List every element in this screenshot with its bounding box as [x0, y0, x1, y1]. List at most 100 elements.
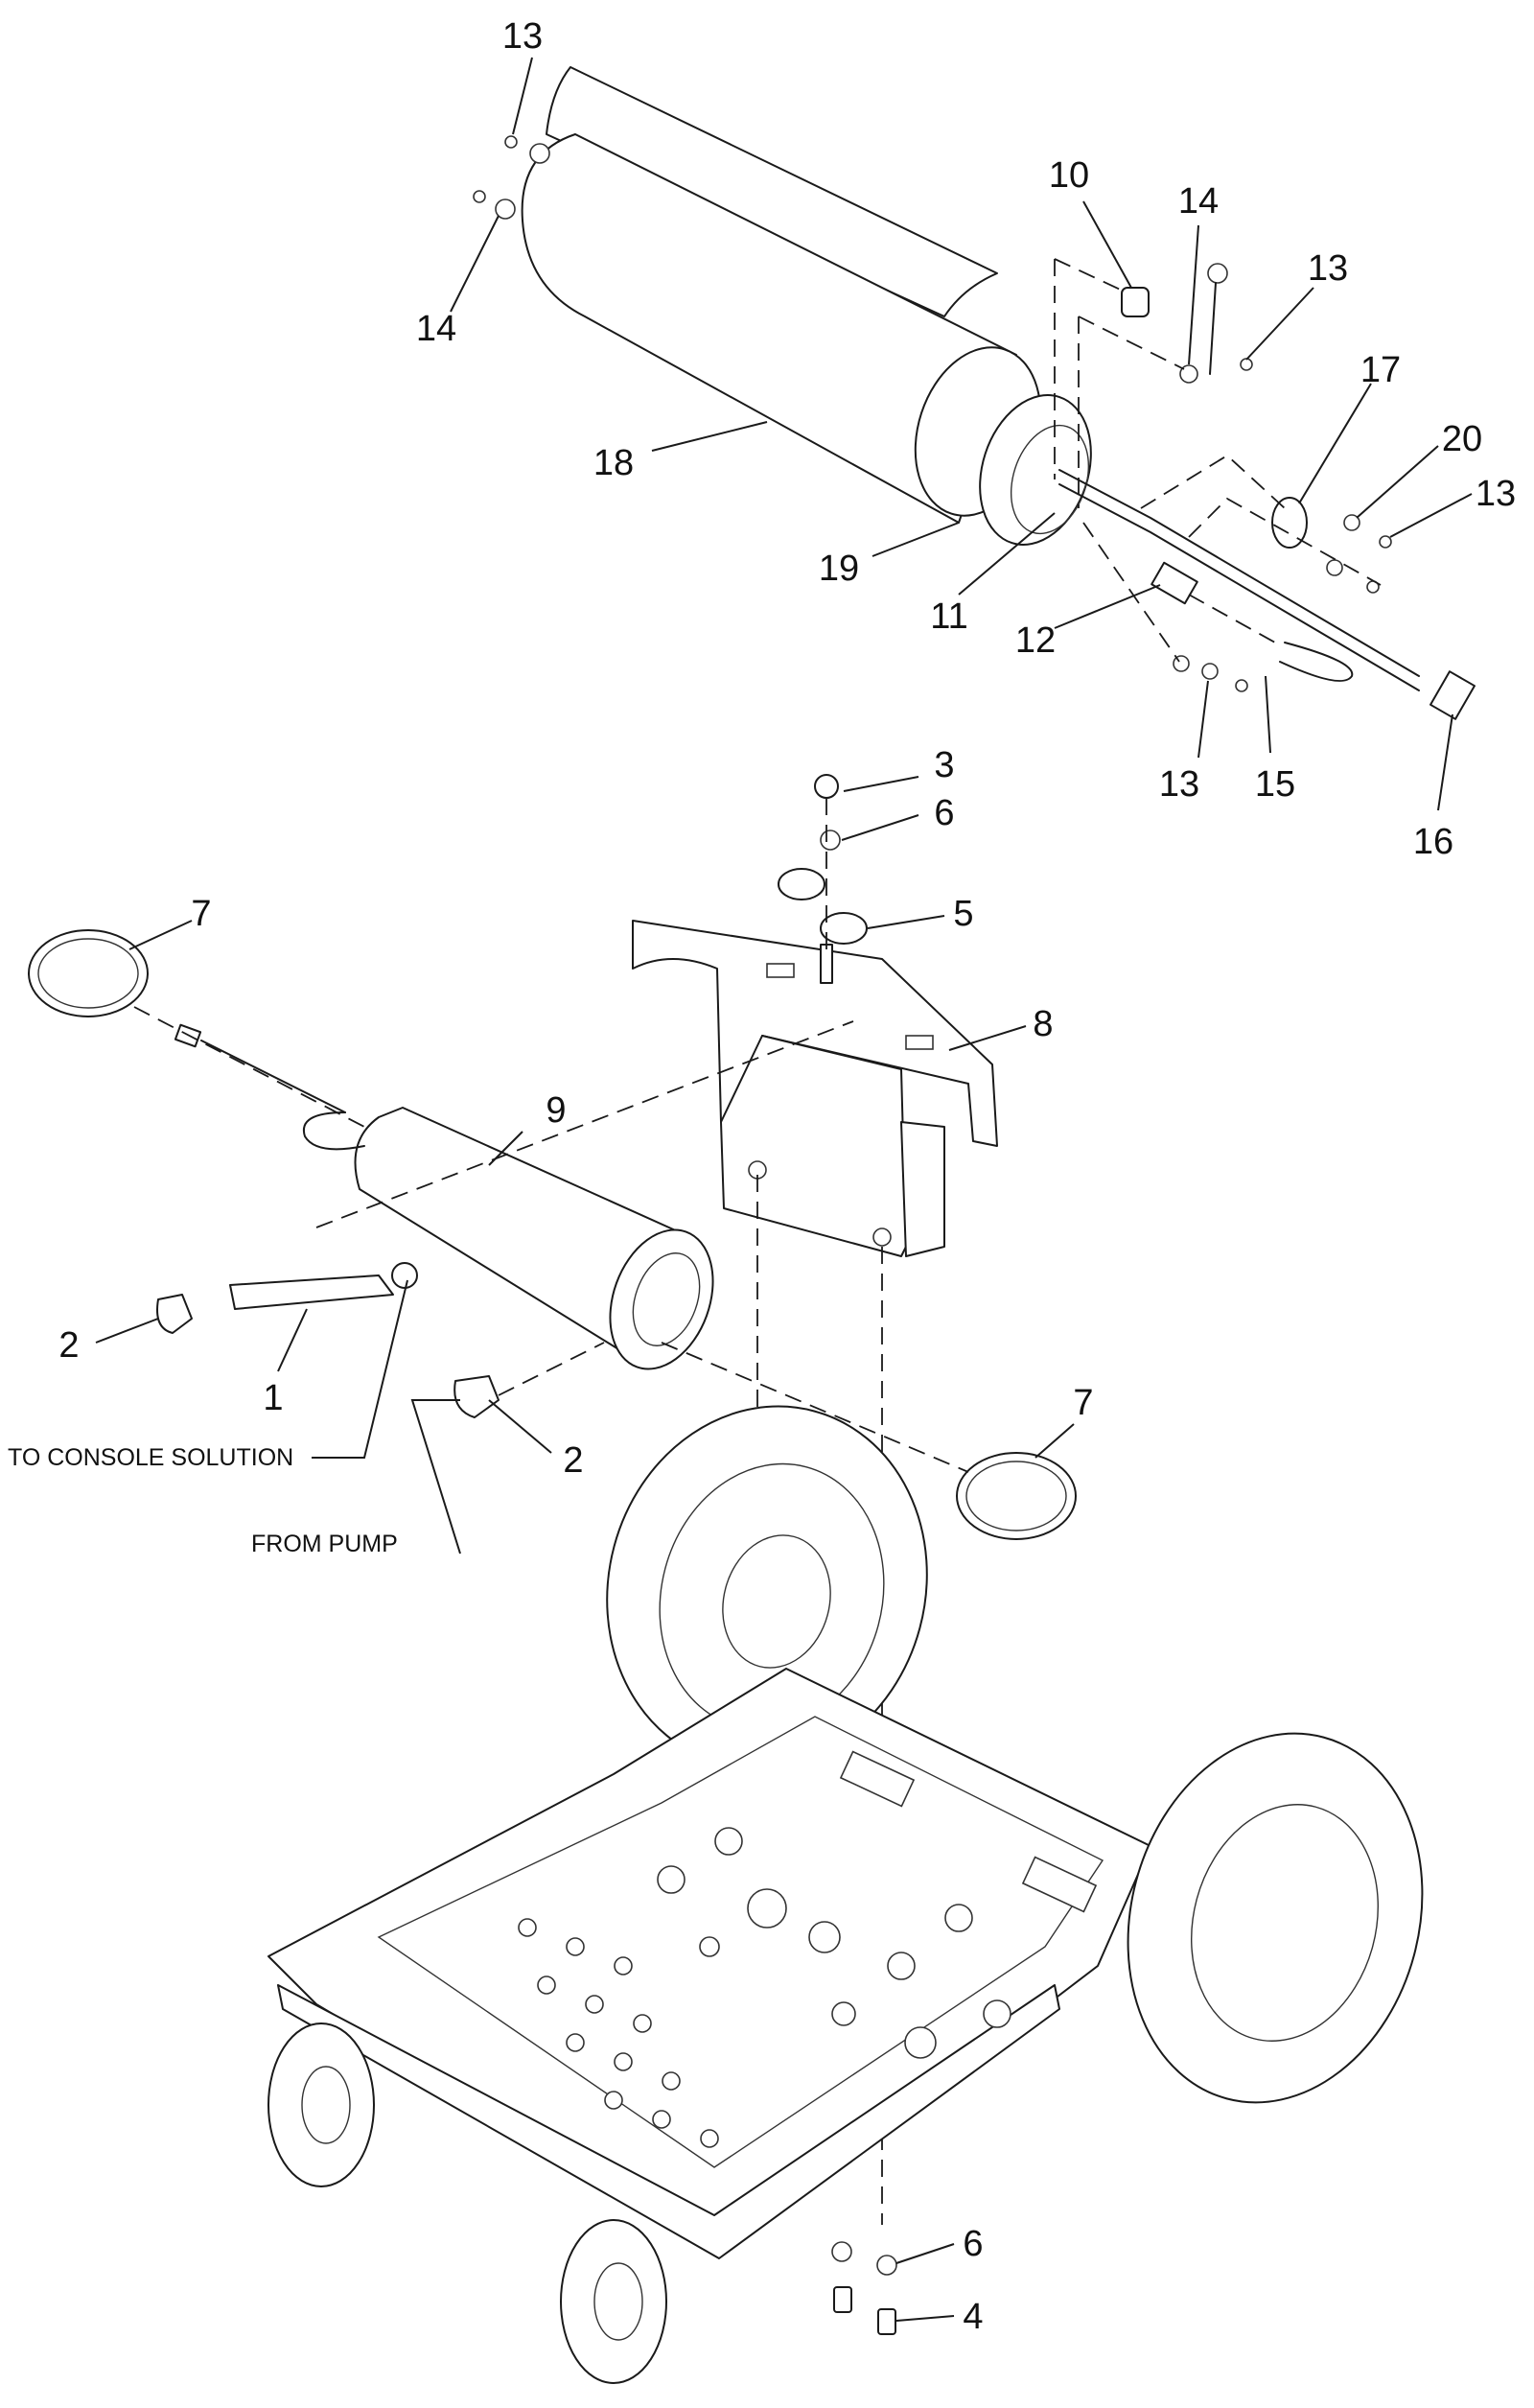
- thermal-switch: [1271, 497, 1308, 549]
- heater-assembly: [473, 66, 1476, 720]
- heating-element-rod-edge: [1058, 483, 1420, 691]
- callout-4: 4: [963, 2297, 983, 2337]
- callout-13: 13: [502, 16, 543, 57]
- washer: [1179, 364, 1198, 384]
- callout-16: 16: [1413, 822, 1453, 862]
- callout-5: 5: [953, 894, 973, 934]
- note-from-pump: FROM PUMP: [251, 1531, 398, 1557]
- chassis-holes: [518, 1750, 1098, 2148]
- caster-wheel-left: [267, 2022, 375, 2187]
- mounting-bracket-plate: [720, 1035, 907, 1257]
- callout-17: 17: [1360, 350, 1401, 390]
- callout-1: 1: [263, 1378, 283, 1418]
- callout-6: 6: [963, 2224, 983, 2264]
- callout-2: 2: [563, 1440, 583, 1481]
- strap-eye: [1207, 263, 1228, 284]
- nut: [814, 774, 839, 799]
- solution-tank-face: [632, 1252, 701, 1346]
- callout-15: 15: [1255, 764, 1295, 805]
- assembly-line: [1054, 258, 1127, 293]
- heating-element-rod: [1058, 469, 1420, 677]
- callout-labels: 13 14 10 14 13 17 20 13 18 19 11 12 13 1…: [58, 16, 1516, 2337]
- rear-wheel-left-core: [722, 1534, 831, 1669]
- callout-9: 9: [546, 1090, 566, 1131]
- bracket-hole: [872, 1227, 892, 1247]
- bracket-slot: [766, 963, 795, 978]
- hose-clamp-inner: [37, 938, 139, 1009]
- screw: [1235, 679, 1248, 692]
- callout-14: 14: [1178, 181, 1219, 222]
- washer: [831, 2241, 852, 2262]
- temp-sensor: [1150, 561, 1198, 605]
- caster-wheel-left-hub: [301, 2066, 351, 2144]
- washer: [1201, 663, 1219, 680]
- washer: [1343, 514, 1360, 531]
- hose-fitting-end: [391, 1262, 418, 1289]
- assembly-line: [1082, 522, 1180, 663]
- callout-12: 12: [1015, 620, 1056, 661]
- tank-wire: [200, 1040, 346, 1113]
- caster-wheel-front: [560, 2219, 667, 2384]
- assembly-line: [133, 1006, 365, 1128]
- chassis-front-rail: [277, 1984, 1060, 2259]
- rear-wheel-right: [1127, 1732, 1424, 2104]
- assembly-line: [1140, 454, 1286, 509]
- clamp: [778, 868, 825, 900]
- wire-connector: [1429, 670, 1476, 720]
- flow-notes: TO CONSOLE SOLUTION FROM PUMP: [8, 1444, 398, 1557]
- hose-clamp: [28, 929, 149, 1017]
- insulation-wrap: [546, 66, 998, 317]
- callout-7: 7: [191, 894, 211, 934]
- wire-loop: [1279, 642, 1354, 682]
- mounting-bracket-flange: [900, 1121, 945, 1257]
- callout-7: 7: [1073, 1383, 1093, 1423]
- note-to-console-solution: TO CONSOLE SOLUTION: [8, 1444, 293, 1471]
- clamp: [820, 912, 868, 945]
- callout-11: 11: [930, 596, 967, 637]
- assembly-line: [498, 1342, 605, 1396]
- screw: [1379, 535, 1392, 549]
- assembly-line: [1078, 316, 1185, 370]
- assembly-line: [1188, 497, 1382, 586]
- bracket-assembly: [632, 774, 998, 1257]
- solution-tank-end: [609, 1228, 714, 1370]
- callout-2: 2: [58, 1325, 79, 1366]
- washer: [495, 199, 516, 220]
- bolt: [833, 2286, 852, 2313]
- callout-13: 13: [1476, 474, 1516, 514]
- callout-8: 8: [1033, 1004, 1053, 1044]
- solution-tank-assembly: [28, 929, 1077, 2225]
- caster-wheel-front-hub: [593, 2262, 643, 2341]
- rear-wheel-right-hub: [1191, 1804, 1379, 2042]
- screw: [504, 135, 518, 149]
- screw: [1240, 358, 1253, 371]
- ground-strap: [1209, 282, 1217, 375]
- hose-clamp: [956, 1452, 1077, 1540]
- elbow-fitting: [156, 1294, 193, 1334]
- hose-fitting: [229, 1274, 394, 1310]
- callout-13: 13: [1159, 764, 1199, 805]
- chassis-pan-inner: [377, 1716, 1104, 2168]
- callout-20: 20: [1442, 419, 1482, 459]
- callout-13: 13: [1308, 248, 1348, 289]
- mounting-bracket: [632, 920, 998, 1147]
- elbow-fitting: [453, 1375, 500, 1418]
- callout-14: 14: [416, 309, 456, 349]
- stud: [820, 944, 833, 984]
- washer: [820, 830, 841, 851]
- hose-clamp-inner: [965, 1461, 1067, 1531]
- assembly-line: [661, 1342, 969, 1473]
- callout-18: 18: [593, 443, 634, 483]
- bolt: [877, 2308, 896, 2335]
- callout-6: 6: [934, 793, 954, 833]
- washer: [876, 2255, 897, 2276]
- assembly-line: [315, 1020, 854, 1228]
- assembly-line: [1188, 594, 1276, 643]
- callout-19: 19: [819, 549, 859, 589]
- cart-base: [267, 1405, 1424, 2384]
- leader-lines: [95, 57, 1473, 2322]
- bracket-slot: [905, 1035, 934, 1050]
- washer: [1326, 559, 1343, 576]
- screw: [473, 190, 486, 203]
